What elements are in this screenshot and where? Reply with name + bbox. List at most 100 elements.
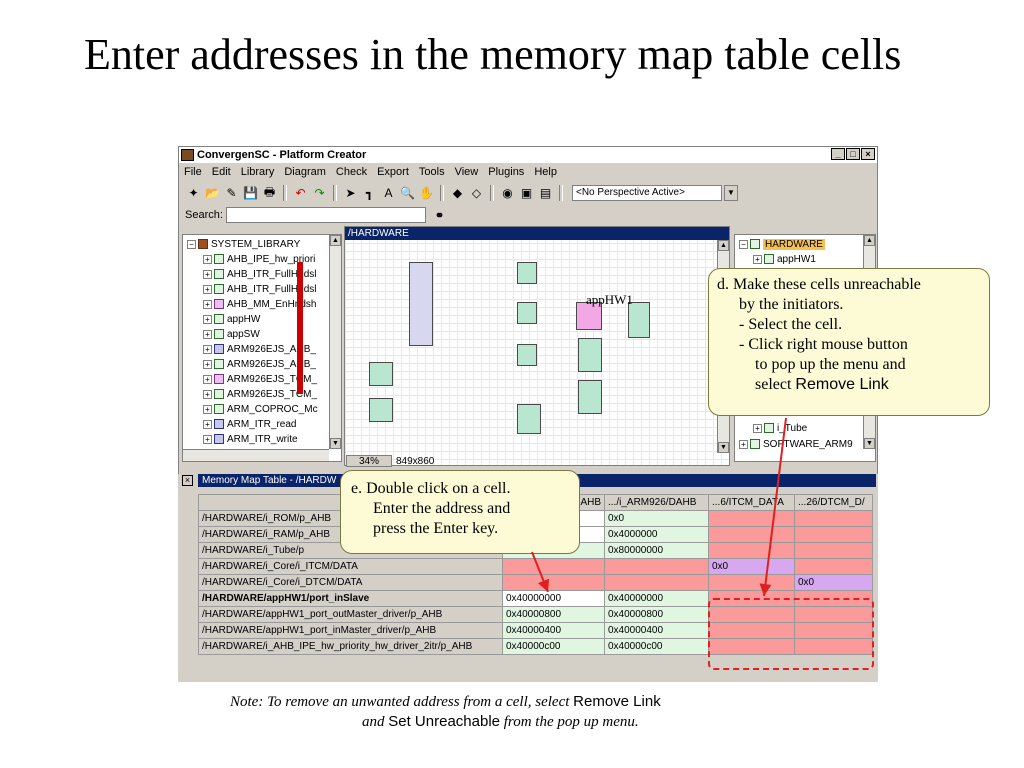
bus-line[interactable]: [297, 262, 303, 394]
tree-item[interactable]: + ARM_COPROC_Mc: [203, 402, 318, 416]
collapse-icon[interactable]: −: [739, 239, 748, 249]
tree-item[interactable]: + appHW: [203, 312, 260, 326]
tree-item[interactable]: + ARM926EJS_AHB_: [203, 342, 316, 356]
tree-item[interactable]: − SYSTEM_LIBRARY: [187, 237, 300, 251]
table-cell[interactable]: 0x80000000: [604, 542, 709, 559]
tree-item[interactable]: + ARM_ITR_read: [203, 417, 296, 431]
maximize-button[interactable]: □: [846, 148, 860, 160]
table-cell[interactable]: 0x0: [708, 558, 795, 575]
scroll-up-icon[interactable]: ▲: [864, 235, 875, 246]
table-row[interactable]: /HARDWARE/appHW1_port_inMaster_driver/p_…: [198, 622, 873, 639]
menu-file[interactable]: File: [184, 166, 202, 178]
redo-icon[interactable]: ↷: [314, 186, 325, 200]
table-cell[interactable]: [794, 638, 873, 655]
expand-icon[interactable]: +: [203, 389, 212, 399]
tree-item[interactable]: + AHB_ITR_FullHndsl: [203, 267, 316, 281]
panel-icon[interactable]: ▤: [539, 186, 552, 200]
column-header[interactable]: .../i_ARM926/DAHB: [604, 494, 709, 511]
search-input[interactable]: [225, 207, 426, 223]
table-cell[interactable]: [794, 622, 873, 639]
table-cell[interactable]: [794, 606, 873, 623]
hw-block[interactable]: [517, 262, 537, 284]
menu-library[interactable]: Library: [240, 166, 275, 178]
collapse-icon[interactable]: −: [187, 239, 196, 249]
column-header[interactable]: ...26/DTCM_D/: [794, 494, 873, 511]
menu-help[interactable]: Help: [534, 166, 557, 178]
table-cell[interactable]: 0x40000400: [502, 622, 605, 639]
row-header[interactable]: /HARDWARE/i_AHB_IPE_hw_priority_hw_drive…: [198, 638, 503, 655]
tree-item[interactable]: + AHB_MM_EnHndsh: [203, 297, 316, 311]
tree-item[interactable]: + ARM926EJS_TCM_: [203, 387, 317, 401]
apphw1-block[interactable]: [576, 302, 602, 330]
menu-check[interactable]: Check: [335, 166, 368, 178]
tree-item[interactable]: + SOFTWARE_ARM9: [739, 437, 853, 451]
row-header[interactable]: /HARDWARE/appHW1_port_inMaster_driver/p_…: [198, 622, 503, 639]
row-header[interactable]: /HARDWARE/i_Core/i_ITCM/DATA: [198, 558, 503, 575]
expand-icon[interactable]: +: [203, 299, 212, 309]
menu-diagram[interactable]: Diagram: [284, 166, 326, 178]
minimize-button[interactable]: _: [831, 148, 845, 160]
table-row[interactable]: /HARDWARE/i_AHB_IPE_hw_priority_hw_drive…: [198, 638, 873, 655]
hw-block[interactable]: [517, 302, 537, 324]
zoom-select[interactable]: 34%: [346, 455, 392, 467]
expand-icon[interactable]: +: [203, 419, 212, 429]
scroll-up-icon[interactable]: ▲: [330, 235, 341, 246]
open-icon[interactable]: 📂: [205, 186, 220, 200]
pointer-icon[interactable]: ➤: [345, 186, 356, 200]
hw-block[interactable]: [578, 338, 602, 372]
align-left-icon[interactable]: ◆: [452, 186, 463, 200]
scroll-down-icon[interactable]: ▼: [330, 438, 341, 449]
expand-icon[interactable]: +: [203, 404, 212, 414]
perspective-select[interactable]: <No Perspective Active>: [572, 185, 722, 201]
close-icon[interactable]: ×: [182, 475, 193, 486]
expand-icon[interactable]: +: [203, 359, 212, 369]
table-cell[interactable]: [794, 558, 873, 575]
tree-item[interactable]: + AHB_IPE_hw_priori: [203, 252, 315, 266]
table-row[interactable]: /HARDWARE/i_Core/i_ITCM/DATA 0x0: [198, 558, 873, 575]
save-icon[interactable]: 💾: [243, 186, 258, 200]
scroll-down-icon[interactable]: ▼: [718, 442, 729, 453]
tree-item[interactable]: + appHW1: [753, 252, 816, 266]
vertical-scrollbar[interactable]: ▲ ▼: [329, 235, 341, 449]
tree-item[interactable]: + ARM926EJS_AHB_: [203, 357, 316, 371]
menu-tools[interactable]: Tools: [418, 166, 445, 178]
table-cell[interactable]: [708, 526, 795, 543]
new-icon[interactable]: ✦: [188, 186, 199, 200]
expand-icon[interactable]: +: [753, 254, 762, 264]
table-cell[interactable]: 0x4000000: [604, 526, 709, 543]
table-cell[interactable]: [604, 558, 709, 575]
tree-item[interactable]: + AHB_ITR_FullHndsl: [203, 282, 316, 296]
expand-icon[interactable]: +: [739, 439, 748, 449]
tree-item[interactable]: + i_Tube: [753, 421, 807, 435]
menu-plugins[interactable]: Plugins: [488, 166, 525, 178]
table-cell[interactable]: [794, 542, 873, 559]
table-cell[interactable]: 0x0: [604, 510, 709, 527]
hw-block[interactable]: [517, 344, 537, 366]
hw-block[interactable]: [369, 398, 393, 422]
chevron-down-icon[interactable]: ▼: [724, 185, 738, 201]
expand-icon[interactable]: +: [203, 374, 212, 384]
row-header[interactable]: /HARDWARE/i_Core/i_DTCM/DATA: [198, 574, 503, 591]
bus-block[interactable]: [409, 262, 433, 346]
tree-item[interactable]: + appSW: [203, 327, 260, 341]
expand-icon[interactable]: +: [203, 344, 212, 354]
table-row[interactable]: /HARDWARE/appHW1_port_outMaster_driver/p…: [198, 606, 873, 623]
menu-edit[interactable]: Edit: [211, 166, 231, 178]
hw-block[interactable]: [517, 404, 541, 434]
table-cell[interactable]: [502, 574, 605, 591]
print-icon[interactable]: 🖶: [263, 184, 276, 199]
expand-icon[interactable]: +: [203, 314, 212, 324]
scroll-down-icon[interactable]: ▼: [864, 438, 875, 449]
expand-icon[interactable]: +: [203, 329, 212, 339]
close-button[interactable]: ×: [861, 148, 875, 160]
expand-icon[interactable]: +: [203, 269, 212, 279]
table-cell[interactable]: [604, 574, 709, 591]
hw-block[interactable]: [628, 302, 650, 338]
tree-item[interactable]: + ARM_ITR_write: [203, 432, 298, 446]
table-cell[interactable]: 0x40000800: [604, 606, 709, 623]
expand-icon[interactable]: +: [753, 423, 762, 433]
table-cell[interactable]: [708, 542, 795, 559]
table-cell[interactable]: 0x40000000: [502, 590, 605, 607]
table-cell[interactable]: [708, 574, 795, 591]
